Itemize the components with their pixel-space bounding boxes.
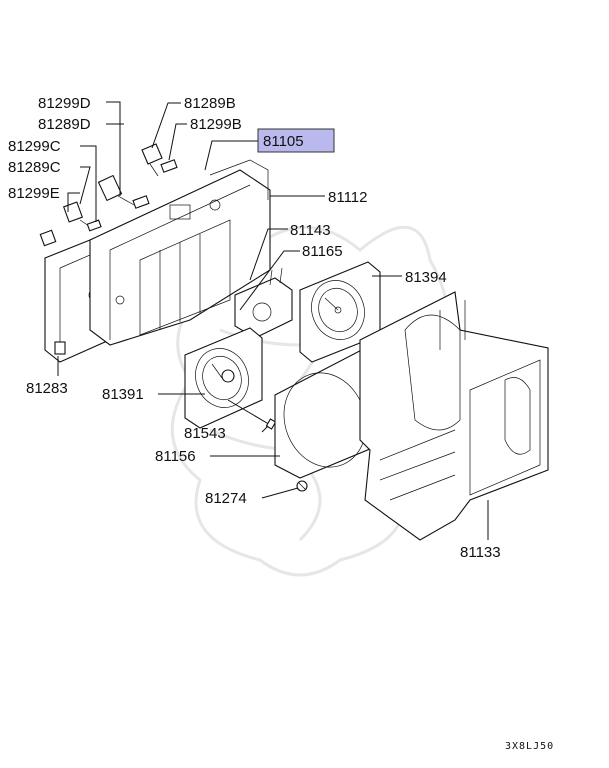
label-81133[interactable]: 81133 [460, 544, 501, 561]
label-81394[interactable]: 81394 [405, 269, 447, 286]
circuit-housing-81112[interactable] [89, 159, 271, 346]
gauge-module-81143[interactable] [234, 267, 293, 339]
front-lens-81133[interactable] [359, 291, 549, 541]
bulb-socket-81289D[interactable] [97, 174, 137, 207]
label-81105[interactable]: 81105 [263, 133, 304, 150]
label-81165[interactable]: 81165 [302, 243, 343, 260]
label-81289D[interactable]: 81289D [38, 116, 91, 133]
part-labels: 81299D 81289B 81289D 81299B 81105 81299C… [8, 95, 501, 561]
bulb-81299C[interactable] [86, 219, 102, 232]
reset-knob-81543[interactable] [227, 399, 277, 430]
label-81289C[interactable]: 81289C [8, 159, 61, 176]
screw-81274[interactable] [296, 480, 308, 492]
label-81112[interactable]: 81112 [328, 189, 368, 206]
leader-lines [57, 101, 489, 540]
label-81299D[interactable]: 81299D [38, 95, 91, 112]
bulb-81299E[interactable] [39, 229, 57, 247]
label-81274[interactable]: 81274 [205, 490, 247, 507]
bulb-81299D[interactable] [132, 195, 150, 209]
label-81143[interactable]: 81143 [290, 222, 331, 239]
diagram-code: 3X8LJ50 [505, 741, 554, 752]
label-81391[interactable]: 81391 [102, 386, 144, 403]
label-81299E[interactable]: 81299E [8, 185, 60, 202]
label-81543[interactable]: 81543 [184, 425, 226, 442]
label-81299C[interactable]: 81299C [8, 138, 61, 155]
label-81299B[interactable]: 81299B [190, 116, 242, 133]
label-81283[interactable]: 81283 [26, 380, 68, 397]
label-81289B[interactable]: 81289B [184, 95, 236, 112]
bulb-socket-81289B[interactable] [141, 143, 163, 177]
highlight-box-81105 [257, 128, 335, 153]
bulb-81299B[interactable] [160, 159, 178, 173]
label-81156[interactable]: 81156 [155, 448, 196, 465]
speedometer-dial-81391[interactable] [184, 327, 263, 429]
